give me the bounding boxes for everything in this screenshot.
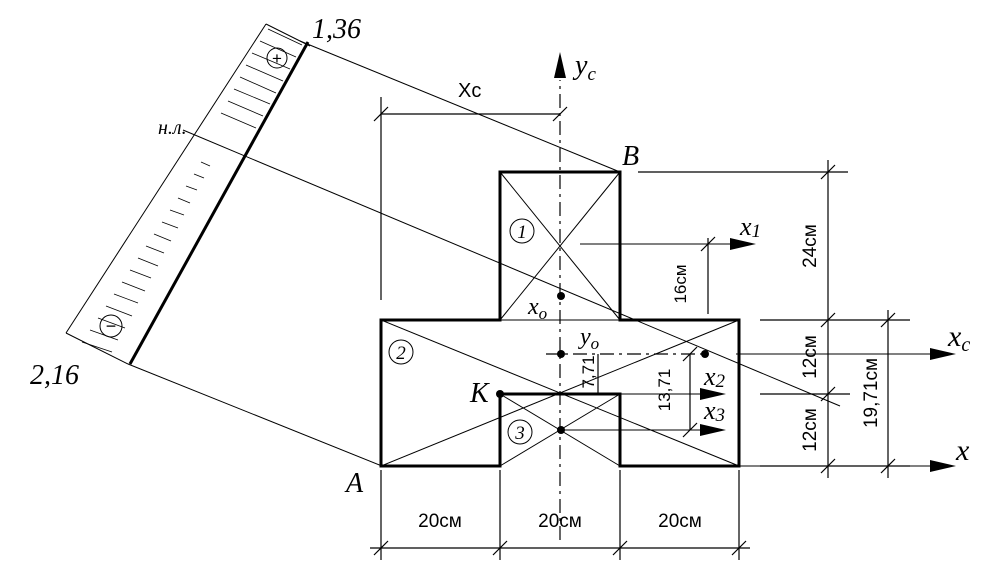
minus-sign: −: [106, 316, 117, 336]
dim-height-19-71: 19,71см: [861, 358, 882, 428]
stress-bottom-value: 2,16: [30, 360, 79, 391]
dimension-lines: Xc 20см 20см 20см 24см 12см 12см 19,71см: [370, 80, 910, 560]
centroid-1: [557, 292, 565, 300]
dim-height-7-71: 7,71: [579, 355, 598, 388]
xc-top-label: Xc: [458, 80, 481, 102]
dim-height-24: 24см: [800, 224, 821, 268]
centroid-k: [496, 390, 504, 398]
neutral-line: [182, 129, 841, 407]
dim-height-13-71: 13,71: [655, 369, 674, 412]
stress-diagram: + − 1,36 2,16 н.л.: [30, 14, 841, 467]
point-b-label: B: [622, 141, 639, 172]
dim-height-12-lower: 12см: [800, 408, 821, 452]
stress-top-value: 1,36: [312, 14, 361, 45]
part-2-label: 2: [396, 343, 406, 364]
dim-width-right: 20см: [658, 511, 702, 532]
part-1-label: 1: [517, 222, 527, 243]
centroid-3: [557, 426, 565, 434]
dim-width-mid: 20см: [538, 511, 582, 532]
yo-label: yo: [578, 324, 599, 353]
part-labels: 1 2 3: [388, 218, 535, 445]
point-on-neutral: [701, 350, 709, 358]
minus-sign-icon: [99, 314, 123, 338]
x3-label: x3: [703, 396, 725, 426]
yc-label: yc: [572, 50, 596, 85]
stress-hatching: [81, 28, 303, 353]
projection-line-b: [299, 40, 621, 173]
plus-sign-icon: [266, 47, 288, 69]
stress-line: [128, 41, 310, 365]
x-label: x: [955, 434, 970, 467]
x1-label: x1: [739, 212, 761, 242]
point-k-label: K: [469, 378, 490, 409]
part-3-label: 3: [514, 423, 525, 444]
centroid-section: [557, 350, 565, 358]
neutral-line-label: н.л.: [158, 117, 187, 139]
xo-label: xo: [527, 294, 547, 323]
projection-line-a: [127, 363, 383, 467]
dim-height-12-upper: 12см: [800, 335, 821, 379]
dim-width-left: 20см: [418, 511, 462, 532]
centroid-points: [496, 292, 709, 434]
xc-label: xc: [947, 320, 970, 356]
point-a-label: A: [344, 468, 364, 499]
x2-label: x2: [703, 362, 726, 392]
dim-height-16: 16см: [671, 264, 690, 303]
plus-sign: +: [272, 49, 282, 68]
